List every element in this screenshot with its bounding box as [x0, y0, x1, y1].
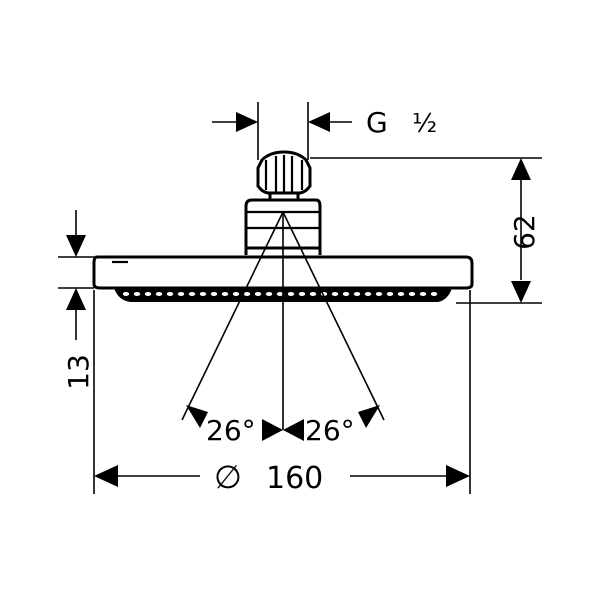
- nozzle-dot: [353, 292, 361, 296]
- height-label: 62: [508, 214, 541, 250]
- arrow-left-icon: [308, 112, 330, 132]
- nozzle-dot: [287, 292, 295, 296]
- nozzle-dot: [298, 292, 306, 296]
- head-disc: [92, 255, 474, 290]
- nozzle-dot: [342, 292, 350, 296]
- shower-head-body: [92, 150, 474, 302]
- height-dimension: 62: [310, 157, 542, 304]
- thickness-label: 13: [62, 354, 95, 390]
- nozzle-dot: [133, 292, 141, 296]
- nozzle-dot: [364, 292, 372, 296]
- diameter-symbol: ∅: [214, 458, 242, 496]
- nozzle-dot: [331, 292, 339, 296]
- nozzle-dot: [386, 292, 394, 296]
- nozzle-dots: [122, 292, 438, 296]
- arrow-down-icon: [511, 281, 531, 303]
- nozzle-dot: [188, 292, 196, 296]
- nozzle-dot: [430, 292, 438, 296]
- thread-dimension: G ½: [212, 102, 437, 160]
- nozzle-dot: [408, 292, 416, 296]
- nozzle-dot: [309, 292, 317, 296]
- nozzle-dot: [397, 292, 405, 296]
- nozzle-dot: [419, 292, 427, 296]
- diameter-dimension: ∅ 160: [93, 290, 471, 496]
- arrow-up-icon: [66, 288, 86, 310]
- angle-left-label: 26°: [206, 414, 256, 447]
- nozzle-dot: [232, 292, 240, 296]
- arrow-right-icon: [236, 112, 258, 132]
- arrow-left-icon: [94, 465, 118, 487]
- arrow-right-icon: [446, 465, 470, 487]
- nozzle-dot: [155, 292, 163, 296]
- nozzle-dot: [210, 292, 218, 296]
- arrow-right-icon: [358, 405, 380, 428]
- arrow-left-icon: [283, 419, 304, 441]
- diameter-value: 160: [266, 461, 323, 496]
- arrow-left-icon: [186, 405, 208, 428]
- arrow-down-icon: [66, 235, 86, 257]
- nozzle-dot: [375, 292, 383, 296]
- thread-label: G: [366, 106, 388, 139]
- nozzle-dot: [265, 292, 273, 296]
- nozzle-dot: [144, 292, 152, 296]
- nozzle-dot: [276, 292, 284, 296]
- thread-size: ½: [412, 109, 437, 139]
- angle-right-label: 26°: [305, 414, 355, 447]
- nozzle-dot: [243, 292, 251, 296]
- nozzle-dot: [254, 292, 262, 296]
- nozzle-dot: [122, 292, 130, 296]
- nozzle-dot: [166, 292, 174, 296]
- connector-knurl: [264, 155, 304, 192]
- nozzle-dot: [199, 292, 207, 296]
- connector-nut: [256, 150, 312, 195]
- nozzle-dot: [221, 292, 229, 296]
- arrow-up-icon: [511, 158, 531, 180]
- nozzle-dot: [177, 292, 185, 296]
- spray-angle-dimension: 26° 26°: [181, 211, 385, 447]
- thickness-dimension: 13: [58, 210, 95, 390]
- arrow-right-icon: [262, 419, 283, 441]
